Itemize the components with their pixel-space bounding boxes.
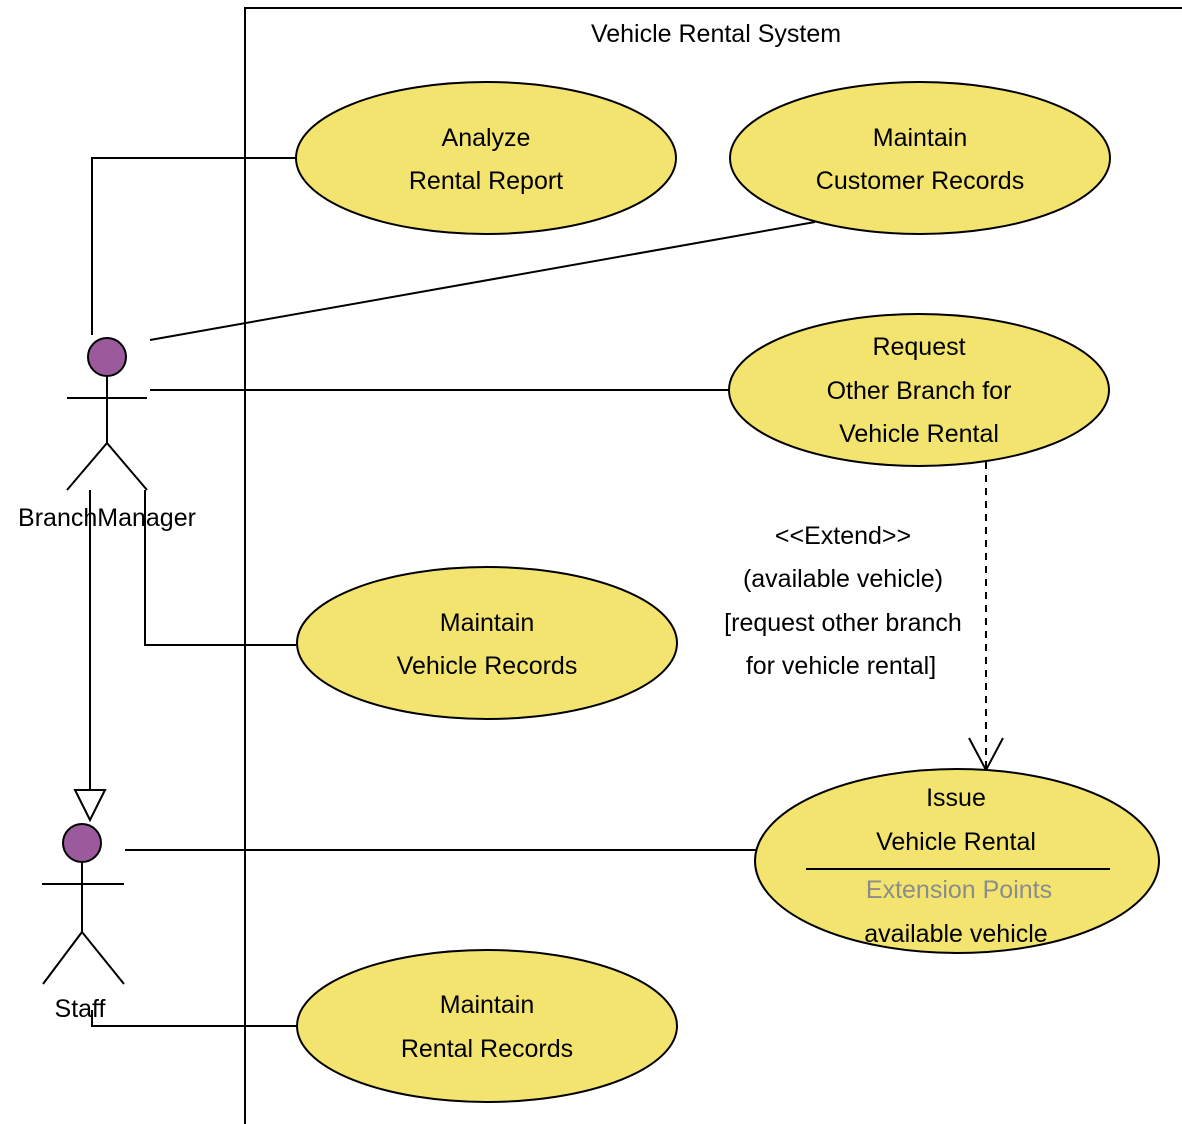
extension-point-label: available vehicle	[864, 920, 1047, 948]
use-case-maintain-customer-records[interactable]: Maintain Customer Records	[729, 81, 1111, 235]
use-case-label: Request	[872, 333, 965, 361]
system-title: Vehicle Rental System	[591, 20, 841, 48]
actor-head-icon	[62, 823, 102, 863]
use-case-label: Vehicle Rental	[876, 828, 1036, 856]
use-case-analyze-rental-report[interactable]: Analyze Rental Report	[295, 81, 677, 235]
assoc-bm-customer	[149, 221, 816, 341]
actor-branch-manager-label: BranchManager	[18, 504, 196, 532]
use-case-label: Other Branch for	[827, 377, 1012, 405]
use-case-label: Issue	[926, 784, 986, 812]
extend-condition-line2: for vehicle rental]	[746, 652, 936, 680]
use-case-maintain-rental-records[interactable]: Maintain Rental Records	[296, 949, 678, 1103]
use-case-label: Analyze	[442, 124, 531, 152]
use-case-label: Maintain	[873, 124, 968, 152]
actor-staff-label: Staff	[55, 995, 106, 1023]
extend-stereotype: <<Extend>>	[775, 522, 911, 550]
system-boundary: Vehicle Rental System	[244, 7, 1182, 1124]
extend-relation: <<Extend>> (available vehicle) [request …	[724, 462, 1004, 773]
use-case-label: Vehicle Records	[397, 652, 578, 680]
use-case-label: Vehicle Rental	[839, 420, 999, 448]
extend-point: (available vehicle)	[743, 565, 943, 593]
use-case-label: Maintain	[440, 609, 535, 637]
assoc-bm-vehicle	[144, 490, 296, 646]
assoc-bm-analyze	[91, 157, 296, 335]
assoc-staff-rental	[91, 1010, 296, 1027]
use-case-issue-vehicle-rental[interactable]: Issue Vehicle Rental Extension Points av…	[754, 768, 1160, 954]
extend-condition-line1: [request other branch	[724, 609, 962, 637]
use-case-request-other-branch[interactable]: Request Other Branch for Vehicle Rental	[728, 313, 1110, 467]
actor-head-icon	[87, 337, 127, 377]
actor-staff[interactable]	[42, 823, 125, 985]
extension-points-header: Extension Points	[866, 876, 1052, 904]
use-case-maintain-vehicle-records[interactable]: Maintain Vehicle Records	[296, 566, 678, 720]
associations	[89, 157, 816, 1027]
actor-branch-manager[interactable]	[66, 337, 148, 491]
generalization-arrowhead	[73, 789, 107, 823]
use-case-label: Rental Report	[409, 167, 563, 195]
use-case-label: Customer Records	[816, 167, 1024, 195]
use-case-label: Maintain	[440, 991, 535, 1019]
use-case-label: Rental Records	[401, 1035, 573, 1063]
